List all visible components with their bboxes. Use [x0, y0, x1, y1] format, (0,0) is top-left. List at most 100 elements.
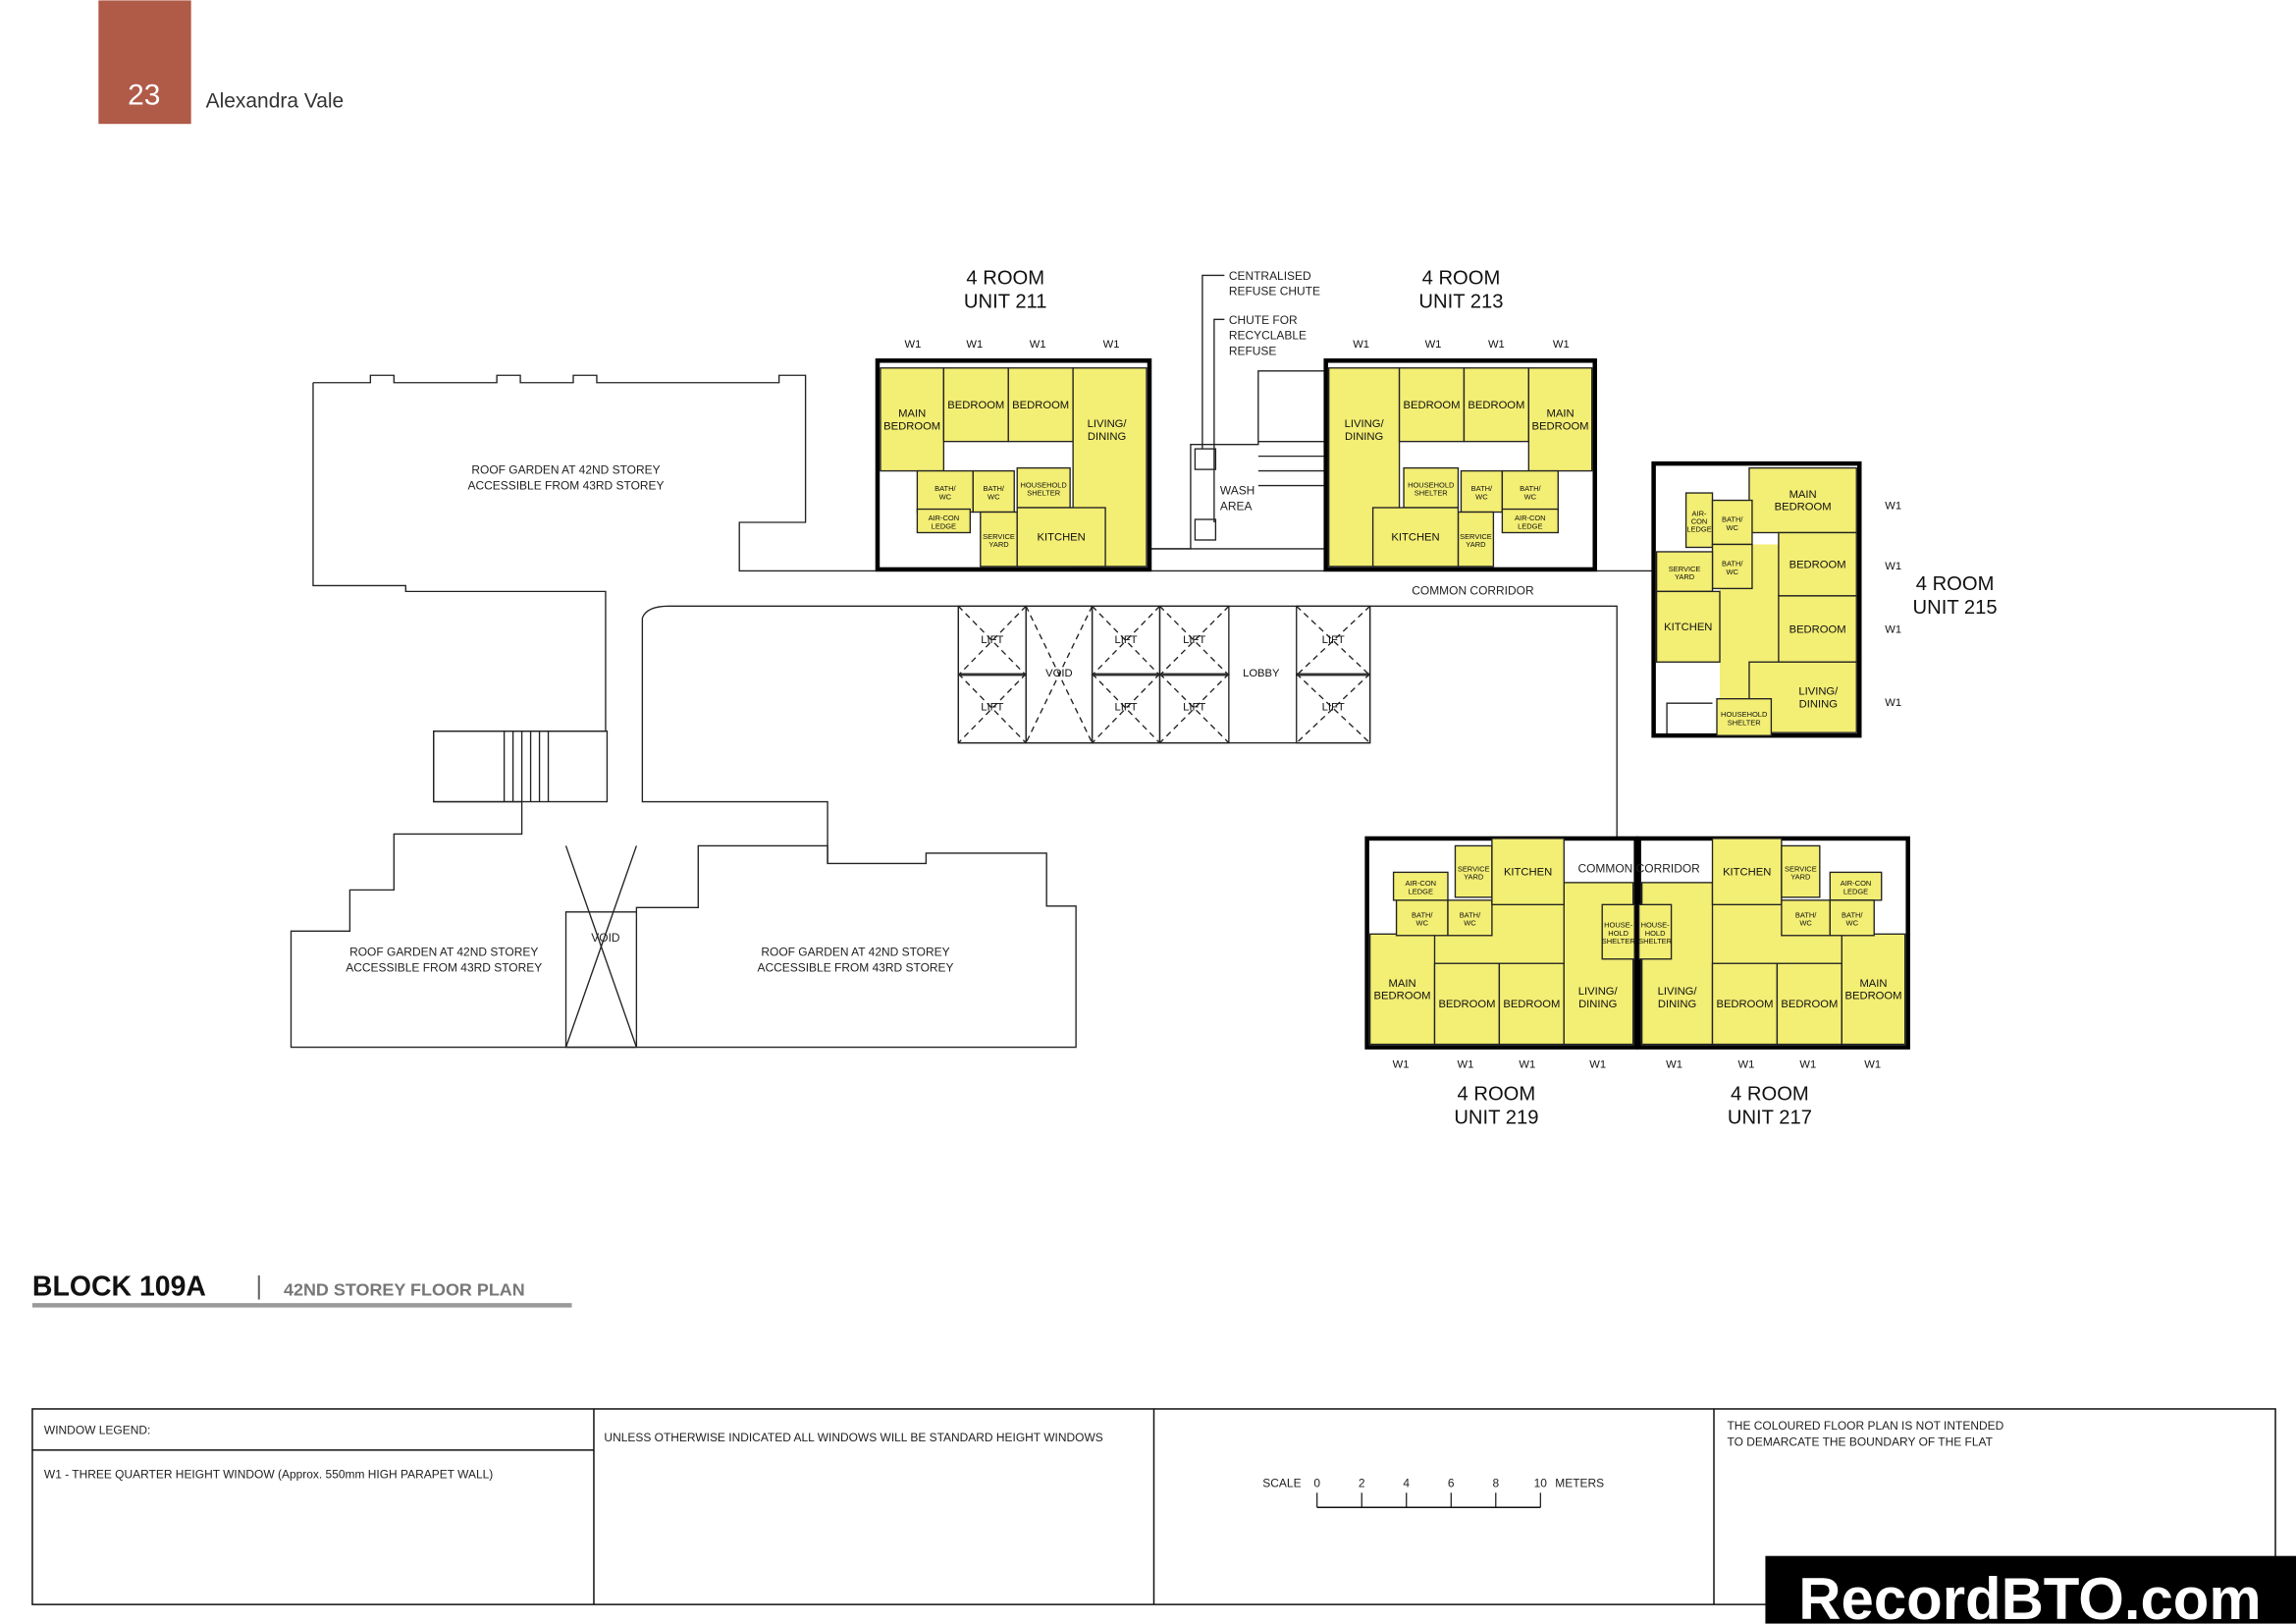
window-mark: W1: [1589, 1059, 1606, 1071]
unit-outline: [875, 358, 1152, 572]
room-label: BEDROOM: [1012, 400, 1069, 411]
room: [1527, 367, 1593, 472]
lift-label: LIFT: [981, 702, 1003, 714]
room-label: KITCHEN: [1664, 622, 1712, 633]
window-mark: W1: [1425, 339, 1442, 351]
room-label: SERVICE: [1785, 864, 1817, 873]
window-mark: W1: [1666, 1059, 1682, 1071]
window-legend-title: WINDOW LEGEND:: [44, 1423, 150, 1436]
common-corridor-label: COMMON CORRIDOR: [1577, 861, 1700, 875]
room: [1392, 871, 1449, 901]
room: [1716, 698, 1773, 736]
lift-shaft: [1158, 605, 1230, 677]
scale-tick-label: 10: [1534, 1476, 1548, 1489]
room: [1007, 367, 1074, 443]
recycle-chute-label: REFUSE: [1229, 344, 1277, 357]
room-label: LEDGE: [1843, 887, 1868, 895]
room-label: AIR-CON: [1515, 514, 1546, 522]
unit-type: 4 ROOM: [1422, 267, 1501, 289]
room-label: DINING: [1658, 999, 1696, 1010]
room-label: BEDROOM: [1789, 623, 1846, 635]
lift-lobby: LIFTLIFTVOIDLIFTLIFTLIFTLIFTLIFTLIFTLOBB…: [957, 605, 1371, 744]
room: [1016, 507, 1106, 568]
room-label: LEDGE: [1518, 521, 1542, 530]
room-label: YARD: [1790, 873, 1811, 882]
room: [942, 367, 1009, 443]
scale-tick-label: 0: [1313, 1476, 1320, 1489]
room-label: DINING: [1578, 999, 1617, 1010]
room-label: DINING: [1799, 698, 1838, 710]
title-underline: [31, 1303, 572, 1308]
room-label: WC: [1799, 919, 1812, 928]
room-label: BEDROOM: [1374, 991, 1431, 1002]
room-label: YARD: [1466, 540, 1486, 549]
window-mark: W1: [1864, 1059, 1881, 1071]
roof-garden-label: ACCESSIBLE FROM 43RD STOREY: [468, 478, 665, 492]
unit-number: UNIT 213: [1418, 291, 1503, 312]
room-label: AIR-CON: [929, 514, 960, 522]
common-outlines: [290, 370, 1713, 1049]
room-label: AIR-CON: [1406, 879, 1437, 888]
refuse-chute-label: REFUSE CHUTE: [1229, 285, 1320, 298]
room-label: BATH/: [1722, 515, 1743, 524]
unit-type: 4 ROOM: [966, 267, 1044, 289]
lift-label: LIFT: [981, 634, 1003, 646]
room-label: KITCHEN: [1723, 866, 1771, 878]
room-label: BEDROOM: [883, 420, 940, 432]
room: [1601, 903, 1635, 960]
legend-table: WINDOW LEGEND: W1 - THREE QUARTER HEIGHT…: [31, 1408, 2276, 1605]
scale-label: SCALE: [1262, 1476, 1301, 1489]
room-label: LIVING/: [1658, 986, 1698, 998]
room-label: MAIN: [1547, 408, 1575, 420]
room-label: AIR-CON: [1841, 879, 1872, 888]
room-label: HOUSEHOLD: [1408, 480, 1455, 489]
room-label: BEDROOM: [1503, 999, 1560, 1010]
room-label: KITCHEN: [1038, 532, 1086, 544]
room-label: HOUSEHOLD: [1021, 480, 1068, 489]
roof-garden-label: ROOF GARDEN AT 42ND STOREY: [761, 946, 949, 959]
lobby-outline: [957, 605, 1371, 744]
window-mark: W1: [1393, 1059, 1410, 1071]
recycle-chute-label: CHUTE FOR: [1229, 313, 1298, 327]
room-label: LIVING/: [1578, 986, 1619, 998]
room-label: WC: [1524, 492, 1537, 501]
room-label: WC: [1464, 919, 1476, 928]
room-label: HOUSE-: [1641, 921, 1671, 930]
room: [1398, 367, 1466, 443]
unit-number: UNIT 211: [964, 291, 1047, 312]
room-label: YARD: [1464, 873, 1484, 882]
window-mark: W1: [1458, 1059, 1474, 1071]
window-mark: W1: [1353, 339, 1369, 351]
room-label: WC: [1416, 919, 1429, 928]
room: [1637, 903, 1673, 960]
room-label: YARD: [988, 540, 1009, 549]
void-label: VOID: [1045, 668, 1072, 679]
room-label: SERVICE: [983, 532, 1015, 541]
roof-garden-label: ROOF GARDEN AT 42ND STOREY: [471, 463, 660, 477]
room-label: BEDROOM: [1438, 999, 1495, 1010]
room-label: BEDROOM: [1789, 559, 1846, 570]
room-label: SERVICE: [1458, 864, 1490, 873]
project-name: Alexandra Vale: [206, 90, 345, 113]
refuse-chute-label: CENTRALISED: [1229, 269, 1311, 283]
room: [1454, 844, 1493, 898]
room: [1655, 590, 1721, 663]
room-label: KITCHEN: [1504, 866, 1552, 878]
room-label: BEDROOM: [1781, 999, 1838, 1010]
window-mark: W1: [966, 339, 983, 351]
window-mark: W1: [1030, 339, 1046, 351]
unit-number: UNIT 217: [1728, 1107, 1812, 1128]
room: [1711, 499, 1753, 546]
lift-label: LIFT: [1115, 634, 1138, 646]
room-label: BATH/: [1460, 910, 1481, 919]
disclaimer-line-2: TO DEMARCATE THE BOUNDARY OF THE FLAT: [1727, 1435, 1993, 1448]
recycle-chute-label: RECYCLABLE: [1229, 329, 1307, 343]
roof-garden-label: ACCESSIBLE FROM 43RD STOREY: [346, 960, 542, 974]
room-label: DINING: [1345, 431, 1383, 443]
room: [1655, 551, 1714, 593]
room: [1368, 933, 1436, 1046]
